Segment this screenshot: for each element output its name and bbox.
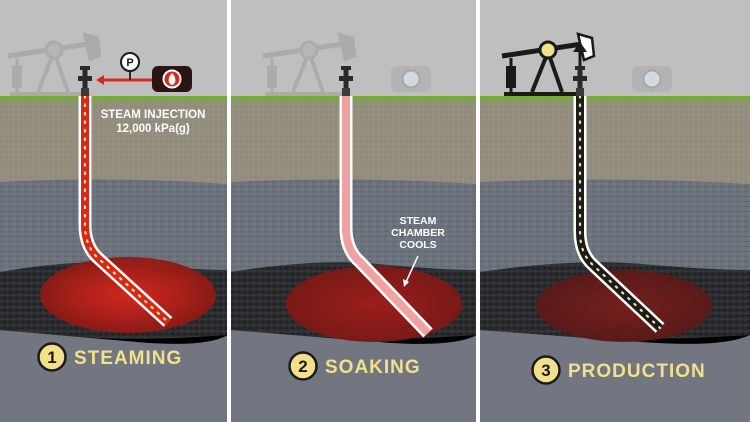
basement-layer: [480, 330, 750, 422]
step-number: 2: [298, 357, 307, 376]
wellhead-valve-icon: [78, 66, 92, 96]
callout-line: [405, 255, 419, 283]
panel-divider: [227, 0, 231, 422]
topsoil-layer: [480, 100, 750, 192]
ground-surface: [0, 96, 228, 102]
panel-3: 3 PRODUCTION: [480, 0, 750, 422]
step-badge: [37, 342, 67, 372]
steam-injection-label: STEAM INJECTION: [101, 109, 206, 121]
callout-arrow-icon: [403, 279, 409, 287]
steam-chamber-cools-label: COOLS: [399, 239, 436, 251]
steam-chamber: [40, 257, 216, 333]
step-badge: [288, 351, 318, 381]
steam-generator-icon: [632, 66, 672, 92]
pressure-gauge-icon: [120, 52, 140, 72]
flame-icon: [168, 73, 176, 85]
step-title: STEAMING: [74, 348, 182, 369]
pumpjack-icon: [501, 32, 596, 96]
wellhead-valve-icon: [573, 66, 587, 96]
pumpjack-icon: [7, 32, 102, 96]
step-number: 3: [541, 361, 550, 380]
production-arrow-icon: [573, 42, 587, 52]
pivot-bearing-icon: [299, 40, 319, 60]
steam-chamber: [536, 270, 712, 342]
ground-surface: [480, 96, 750, 102]
step-number: 1: [47, 348, 56, 367]
steam-particles: [83, 94, 170, 324]
wellhead-valve-icon: [339, 66, 353, 96]
topsoil-layer: [0, 100, 228, 192]
shale-layer: [0, 179, 228, 285]
basement-layer: [0, 330, 228, 422]
topsoil-layer: [231, 100, 477, 192]
steam-generator-icon: [152, 66, 192, 92]
step-badge: [531, 355, 561, 385]
pivot-bearing-icon: [44, 40, 64, 60]
steam-injection-label: 12,000 kPa(g): [116, 123, 190, 135]
shale-layer: [231, 179, 477, 285]
sky: [480, 0, 750, 100]
steam-generator-icon: [391, 66, 431, 92]
steam-chamber-cools-label: CHAMBER: [391, 227, 445, 239]
flow-arrow-icon: [96, 75, 104, 85]
ground-surface: [231, 96, 477, 102]
pumpjack-icon: [262, 32, 357, 96]
oil-particles: [578, 94, 662, 330]
step-title: SOAKING: [325, 357, 421, 378]
gauge-symbol: P: [126, 57, 133, 69]
basement-layer: [231, 330, 477, 422]
step-title: PRODUCTION: [568, 361, 706, 382]
panel-divider: [476, 0, 480, 422]
shale-layer: [480, 179, 750, 285]
panel-1: P STEAM INJECTION 12,000 kPa(g) 1 STEAMING: [0, 0, 228, 422]
steam-chamber-cools-label: STEAM: [400, 215, 437, 227]
soaking-well: [342, 96, 431, 336]
pivot-bearing-icon: [538, 40, 558, 60]
